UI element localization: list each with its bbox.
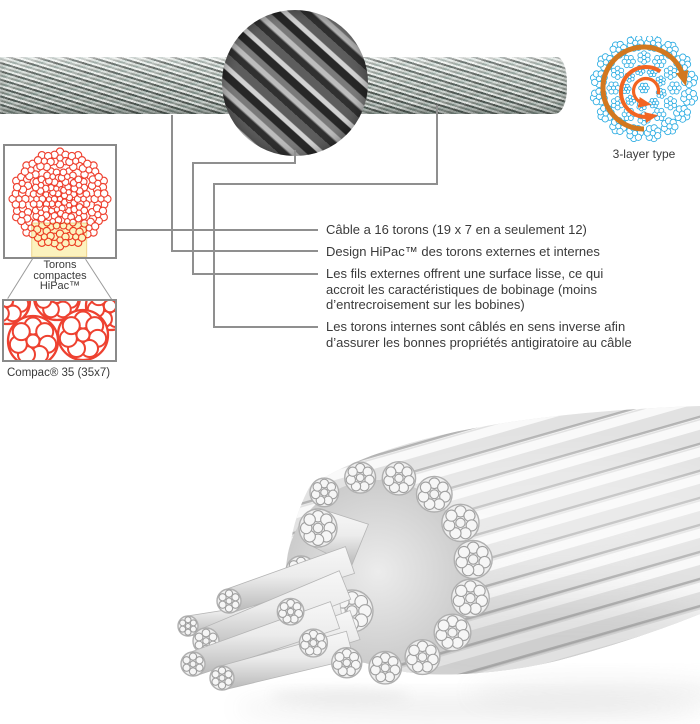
connector-line <box>436 105 438 185</box>
connector-line <box>192 273 318 275</box>
connector-line <box>294 150 296 163</box>
hipac-cross-section-box <box>3 144 117 259</box>
three-layer-label: 3-layer type <box>612 147 676 161</box>
connector-line <box>171 250 318 252</box>
annotation-item: Design HiPac™ des torons externes et int… <box>326 244 600 259</box>
compac-zoom-box <box>2 299 117 362</box>
compacted-strand-zoom-diagram <box>4 301 115 360</box>
connector-line <box>213 183 215 328</box>
compac-box-label: Compac® 35 (35x7) <box>7 367 111 379</box>
connector-line <box>117 229 318 231</box>
rope-magnified-inset <box>222 10 368 156</box>
annotation-item: Les fils externes offrent une surface li… <box>326 266 604 313</box>
hipac-box-label: Torons compactes HiPac™ <box>33 259 87 293</box>
annotation-item: Câble a 16 torons (19 x 7 en a seulement… <box>326 222 587 237</box>
three-layer-cross-section-diagram <box>589 36 699 143</box>
connector-line <box>192 162 296 164</box>
connector-line <box>213 183 438 185</box>
rope-cross-section-diagram <box>8 147 112 257</box>
connector-line <box>192 162 194 275</box>
wire-rope-3d-render <box>177 406 700 719</box>
connector-line <box>213 326 318 328</box>
annotation-item: Les torons internes sont câblés en sens … <box>326 319 632 350</box>
connector-line <box>171 115 173 252</box>
